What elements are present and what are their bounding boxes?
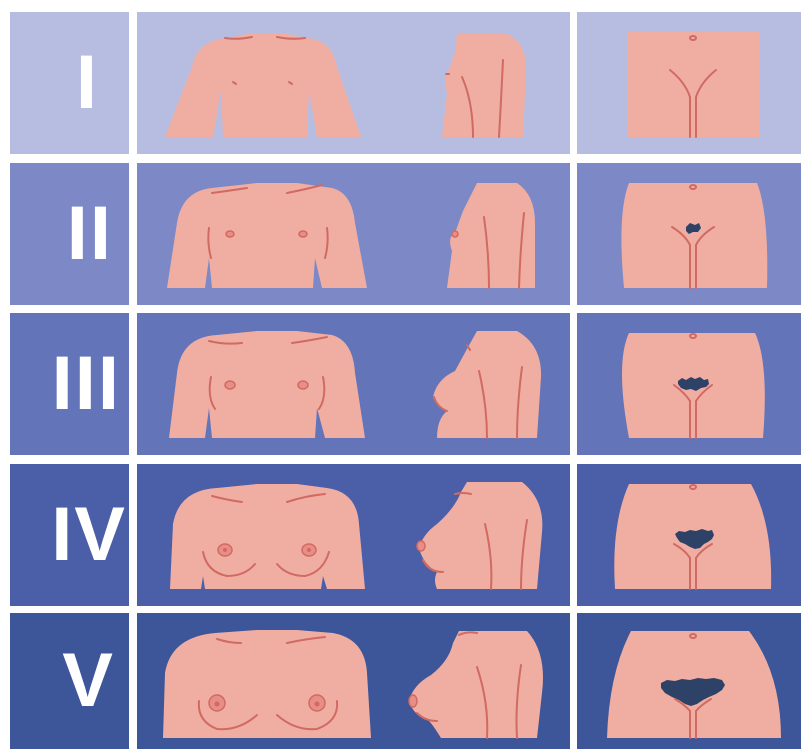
- stage-4-label-cell: IV: [10, 464, 129, 606]
- stage-1-label-cell: I: [10, 12, 129, 154]
- stage-5-pubic-illustration: [577, 613, 801, 749]
- stage-2-pubic-illustration: [577, 163, 801, 305]
- stage-2-label-cell: II: [10, 163, 129, 305]
- stage-3-breast-illustration: [137, 313, 570, 455]
- stage-5-breast-cell: [137, 613, 570, 749]
- stage-2-numeral: II: [67, 163, 113, 305]
- stage-5-pubic-cell: [577, 613, 801, 749]
- stage-4-pubic-illustration: [577, 464, 801, 606]
- stage-3-label-cell: III: [10, 313, 129, 455]
- stage-3-breast-cell: [137, 313, 570, 455]
- stage-2-pubic-cell: [577, 163, 801, 305]
- stage-5-label-cell: V: [10, 613, 129, 749]
- stage-2-breast-cell: [137, 163, 570, 305]
- stage-1-breast-cell: [137, 12, 570, 154]
- stage-1-pubic-illustration: [577, 12, 801, 154]
- stage-5-breast-illustration: [137, 613, 570, 749]
- stage-1-breast-illustration: [137, 12, 570, 154]
- stage-4-breast-cell: [137, 464, 570, 606]
- stage-4-numeral: IV: [51, 464, 127, 606]
- stage-3-pubic-cell: [577, 313, 801, 455]
- stage-3-numeral: III: [52, 313, 121, 455]
- stage-4-breast-illustration: [137, 464, 570, 606]
- stage-1-pubic-cell: [577, 12, 801, 154]
- stage-5-numeral: V: [62, 613, 115, 749]
- stage-3-pubic-illustration: [577, 313, 801, 455]
- stage-2-breast-illustration: [137, 163, 570, 305]
- stage-4-pubic-cell: [577, 464, 801, 606]
- stage-1-numeral: I: [76, 12, 99, 154]
